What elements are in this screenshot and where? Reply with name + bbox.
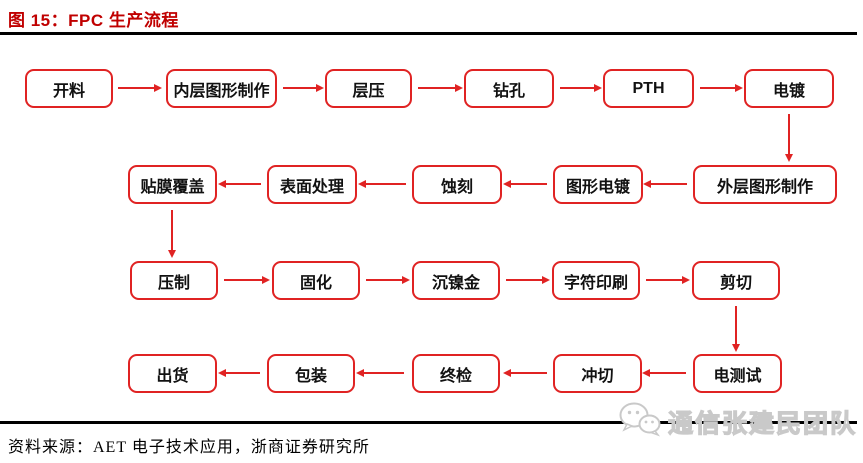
flow-node-r1c3: 层压	[325, 69, 412, 108]
flow-node-r1c2: 内层图形制作	[166, 69, 277, 108]
arrow-left-icon	[218, 180, 261, 188]
flow-node-r1c4: 钻孔	[464, 69, 554, 108]
arrow-left-icon	[642, 369, 686, 377]
flow-node-r4c5: 出货	[128, 354, 217, 393]
arrow-left-icon	[356, 369, 404, 377]
watermark: 通信张建民团队	[618, 400, 857, 443]
flow-node-r2c5: 贴膜覆盖	[128, 165, 217, 204]
arrow-right-icon	[700, 84, 743, 92]
arrow-right-icon	[118, 84, 162, 92]
arrow-down-icon	[732, 306, 740, 352]
flow-node-r3c5: 剪切	[692, 261, 780, 300]
watermark-text: 通信张建民团队	[667, 409, 857, 438]
arrow-right-icon	[646, 276, 690, 284]
flow-node-r2c1: 外层图形制作	[693, 165, 837, 204]
arrow-down-icon	[168, 210, 176, 258]
arrow-right-icon	[560, 84, 602, 92]
title-divider	[0, 32, 857, 35]
arrow-right-icon	[418, 84, 463, 92]
flow-node-r3c3: 沉镍金	[412, 261, 500, 300]
flow-node-r3c1: 压制	[130, 261, 218, 300]
figure-title: 图 15：FPC 生产流程	[8, 11, 179, 30]
wechat-icon	[618, 400, 662, 443]
flow-node-r4c1: 电测试	[693, 354, 782, 393]
flow-node-r2c4: 表面处理	[267, 165, 357, 204]
arrow-left-icon	[218, 369, 260, 377]
arrow-right-icon	[506, 276, 550, 284]
flow-node-r1c5: PTH	[603, 69, 694, 108]
flow-node-r3c4: 字符印刷	[552, 261, 640, 300]
flow-node-r4c2: 冲切	[553, 354, 642, 393]
source-note: 资料来源：AET 电子技术应用，浙商证券研究所	[8, 439, 370, 456]
flow-node-r1c6: 电镀	[744, 69, 834, 108]
flow-node-r2c2: 图形电镀	[553, 165, 643, 204]
arrow-right-icon	[366, 276, 410, 284]
flow-node-r4c3: 终检	[412, 354, 500, 393]
arrow-down-icon	[785, 114, 793, 162]
arrow-right-icon	[224, 276, 270, 284]
source-divider	[0, 421, 857, 424]
flow-node-r3c2: 固化	[272, 261, 360, 300]
flow-node-r4c4: 包装	[267, 354, 355, 393]
flow-node-r1c1: 开料	[25, 69, 113, 108]
arrow-left-icon	[503, 180, 547, 188]
arrow-left-icon	[358, 180, 406, 188]
flow-node-r2c3: 蚀刻	[412, 165, 502, 204]
arrow-left-icon	[503, 369, 547, 377]
arrow-left-icon	[643, 180, 687, 188]
arrow-right-icon	[283, 84, 324, 92]
